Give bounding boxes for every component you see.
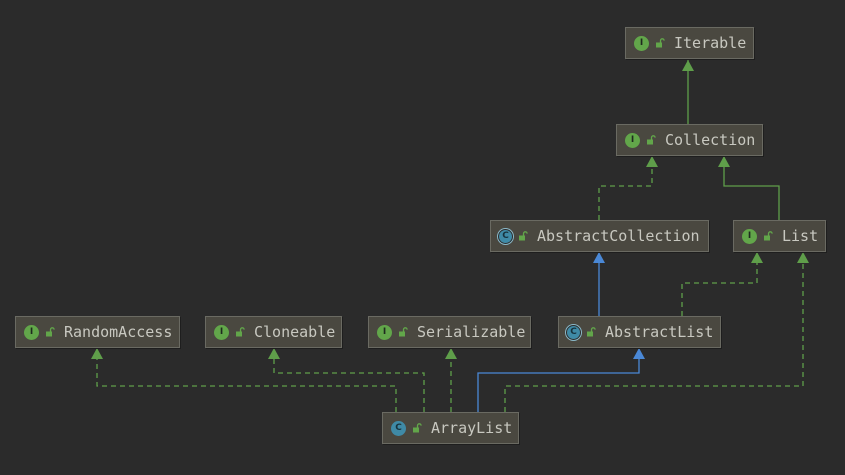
class-icon: C bbox=[391, 420, 406, 436]
interface-icon: I bbox=[742, 228, 757, 244]
edge-arraylist-to-randomaccess bbox=[96, 348, 397, 412]
edge-arrowhead bbox=[682, 60, 694, 71]
open-lock-icon bbox=[587, 327, 596, 337]
edge-abstractcollection-to-collection bbox=[598, 156, 653, 220]
node-abstract-collection[interactable]: C AbstractCollection bbox=[490, 220, 709, 252]
edge-arrowhead bbox=[91, 348, 103, 359]
interface-icon: I bbox=[625, 132, 640, 148]
node-iterable[interactable]: I Iterable bbox=[625, 27, 754, 59]
interface-icon: I bbox=[377, 324, 392, 340]
open-lock-icon bbox=[413, 423, 422, 433]
open-lock-icon bbox=[519, 231, 528, 241]
node-label: AbstractList bbox=[605, 323, 714, 341]
interface-icon: I bbox=[24, 324, 39, 340]
edge-arrowhead bbox=[797, 252, 809, 263]
edge-arraylist-to-cloneable bbox=[273, 348, 425, 412]
edge-arrowhead bbox=[593, 252, 605, 263]
edge-arrowhead bbox=[718, 156, 730, 167]
node-array-list[interactable]: C ArrayList bbox=[382, 412, 519, 444]
interface-icon: I bbox=[214, 324, 229, 340]
node-collection[interactable]: I Collection bbox=[616, 124, 763, 156]
node-list[interactable]: I List bbox=[733, 220, 826, 252]
edge-arrowhead bbox=[751, 252, 763, 263]
node-random-access[interactable]: I RandomAccess bbox=[15, 316, 180, 348]
open-lock-icon bbox=[647, 135, 656, 145]
open-lock-icon bbox=[236, 327, 245, 337]
node-label: Serializable bbox=[417, 323, 526, 341]
edge-arraylist-to-list bbox=[504, 252, 804, 412]
node-label: RandomAccess bbox=[64, 323, 173, 341]
node-cloneable[interactable]: I Cloneable bbox=[205, 316, 342, 348]
open-lock-icon bbox=[46, 327, 55, 337]
abstract-class-icon: C bbox=[499, 229, 512, 243]
interface-icon: I bbox=[634, 35, 649, 51]
node-label: Iterable bbox=[674, 34, 747, 52]
node-label: AbstractCollection bbox=[537, 227, 700, 245]
abstract-class-icon: C bbox=[567, 325, 580, 339]
edge-arrowhead bbox=[268, 348, 280, 359]
node-serializable[interactable]: I Serializable bbox=[368, 316, 531, 348]
open-lock-icon bbox=[656, 38, 665, 48]
open-lock-icon bbox=[399, 327, 408, 337]
edge-list-to-collection bbox=[723, 156, 780, 220]
edge-abstractlist-to-list bbox=[681, 252, 758, 316]
node-abstract-list[interactable]: C AbstractList bbox=[558, 316, 721, 348]
node-label: ArrayList bbox=[431, 419, 513, 437]
edge-arraylist-to-abstractlist bbox=[477, 348, 640, 412]
edge-arrowhead bbox=[633, 348, 645, 359]
node-label: Cloneable bbox=[254, 323, 336, 341]
open-lock-icon bbox=[764, 231, 773, 241]
edge-arrowhead bbox=[646, 156, 658, 167]
node-label: Collection bbox=[665, 131, 756, 149]
node-label: List bbox=[782, 227, 819, 245]
edge-arrowhead bbox=[445, 348, 457, 359]
